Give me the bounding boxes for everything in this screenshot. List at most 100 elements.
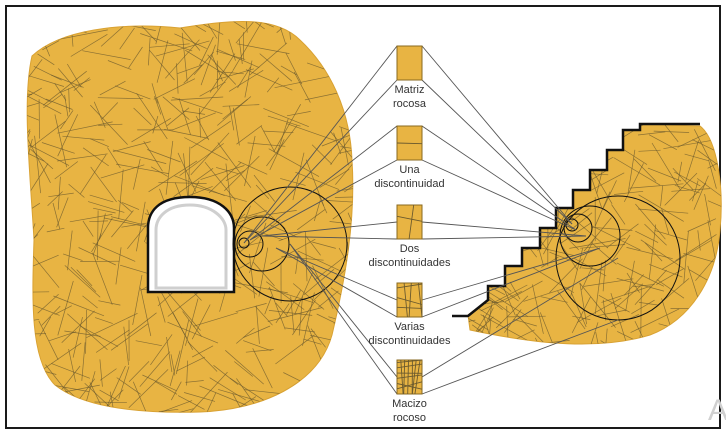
sample-label-line1: Varias (350, 320, 470, 334)
joint-line (221, 411, 257, 429)
joint-line (230, 17, 255, 18)
joint-line (19, 203, 21, 221)
joint-line (334, 1, 342, 31)
joint-line (493, 208, 523, 221)
joint-line (311, 14, 335, 41)
joint-line (19, 173, 24, 209)
joint-line (347, 288, 365, 315)
joint-line (534, 123, 552, 132)
joint-line (595, 118, 624, 124)
joint-line (326, 15, 339, 38)
joint-line (451, 214, 484, 220)
sample-label: Unadiscontinuidad (350, 163, 470, 191)
sample-label-line1: Macizo (350, 397, 470, 411)
tunnel-rock-mass (5, 0, 379, 434)
joint-line (524, 130, 547, 169)
joint-line (346, 31, 349, 85)
sample-label-line2: discontinuidades (350, 334, 470, 348)
joint-line (26, 11, 48, 21)
sample-label-line2: rocoso (350, 411, 470, 425)
joint-line (573, 125, 599, 163)
joint-line (342, 16, 375, 38)
joint-line (19, 3, 30, 51)
joint-line (522, 207, 528, 227)
joint-line (466, 145, 488, 158)
joint-line (13, 208, 30, 231)
joint-line (698, 312, 726, 353)
joint-line (588, 346, 618, 352)
joint-line (537, 146, 561, 162)
joint-line (516, 192, 518, 248)
joint-line (667, 337, 711, 358)
joint-line (481, 180, 510, 214)
joint-line (515, 159, 533, 183)
connector-line (422, 46, 572, 224)
sample-square (397, 46, 422, 80)
sample-label-line2: rocosa (350, 97, 470, 111)
sample-label-line1: Una (350, 163, 470, 177)
tunnel-opening (148, 197, 234, 292)
joint-line (442, 203, 492, 205)
joint-line (532, 136, 547, 152)
sample-1 (397, 46, 422, 80)
joint-line (76, 401, 81, 428)
sample-label-line1: Dos (350, 242, 470, 256)
joint-line (57, 15, 105, 17)
joint-line (502, 108, 505, 157)
joint-line (339, 325, 347, 345)
joint-line (552, 131, 574, 141)
joint-line (494, 193, 501, 218)
sample-3 (397, 205, 422, 239)
joint-line (340, 369, 359, 386)
joint-line (335, 3, 352, 29)
joint-line (15, 328, 33, 341)
joint-line (51, 2, 102, 30)
joint-line (531, 116, 550, 161)
joint-line (550, 152, 556, 171)
joint-line (473, 139, 494, 158)
joint-line (638, 335, 640, 370)
joint-line (18, 245, 26, 270)
joint-line (561, 166, 573, 197)
joint-line (475, 197, 488, 225)
joint-line (438, 129, 492, 145)
joint-line (20, 292, 49, 293)
joint-line (315, 23, 328, 46)
joint-line (292, 405, 311, 423)
joint-line (452, 282, 486, 304)
joint-line (465, 198, 509, 205)
joint-line (342, 43, 360, 54)
joint-line (578, 142, 609, 150)
joint-line (272, 411, 328, 417)
joint-line (523, 184, 559, 204)
joint-line (454, 121, 488, 129)
sample-label-line1: Matriz (350, 83, 470, 97)
joint-line (703, 333, 709, 365)
sample-label-line2: discontinuidad (350, 177, 470, 191)
joint-line (333, 351, 351, 403)
joint-line (121, 23, 156, 26)
joint-line (340, 2, 372, 35)
joint-line (34, 397, 71, 413)
joint-line (641, 287, 642, 334)
joint-line (521, 121, 563, 138)
joint-line (111, 419, 130, 420)
sample-label-line2: discontinuidades (350, 256, 470, 270)
joint-line (490, 182, 530, 194)
joint-line (300, 383, 311, 419)
joint-line (281, 25, 336, 30)
joint-line (330, 22, 341, 49)
joint-line (16, 398, 27, 424)
joint-line (509, 189, 533, 205)
watermark-letter: A (708, 394, 726, 428)
joint-line (312, 38, 359, 42)
joint-line (579, 126, 587, 159)
joint-line (47, 399, 65, 418)
joint-line (332, 11, 374, 24)
joint-line (517, 133, 558, 139)
sample-label: Dosdiscontinuidades (350, 242, 470, 270)
joint-line (11, 380, 49, 389)
joint-line (514, 150, 538, 188)
